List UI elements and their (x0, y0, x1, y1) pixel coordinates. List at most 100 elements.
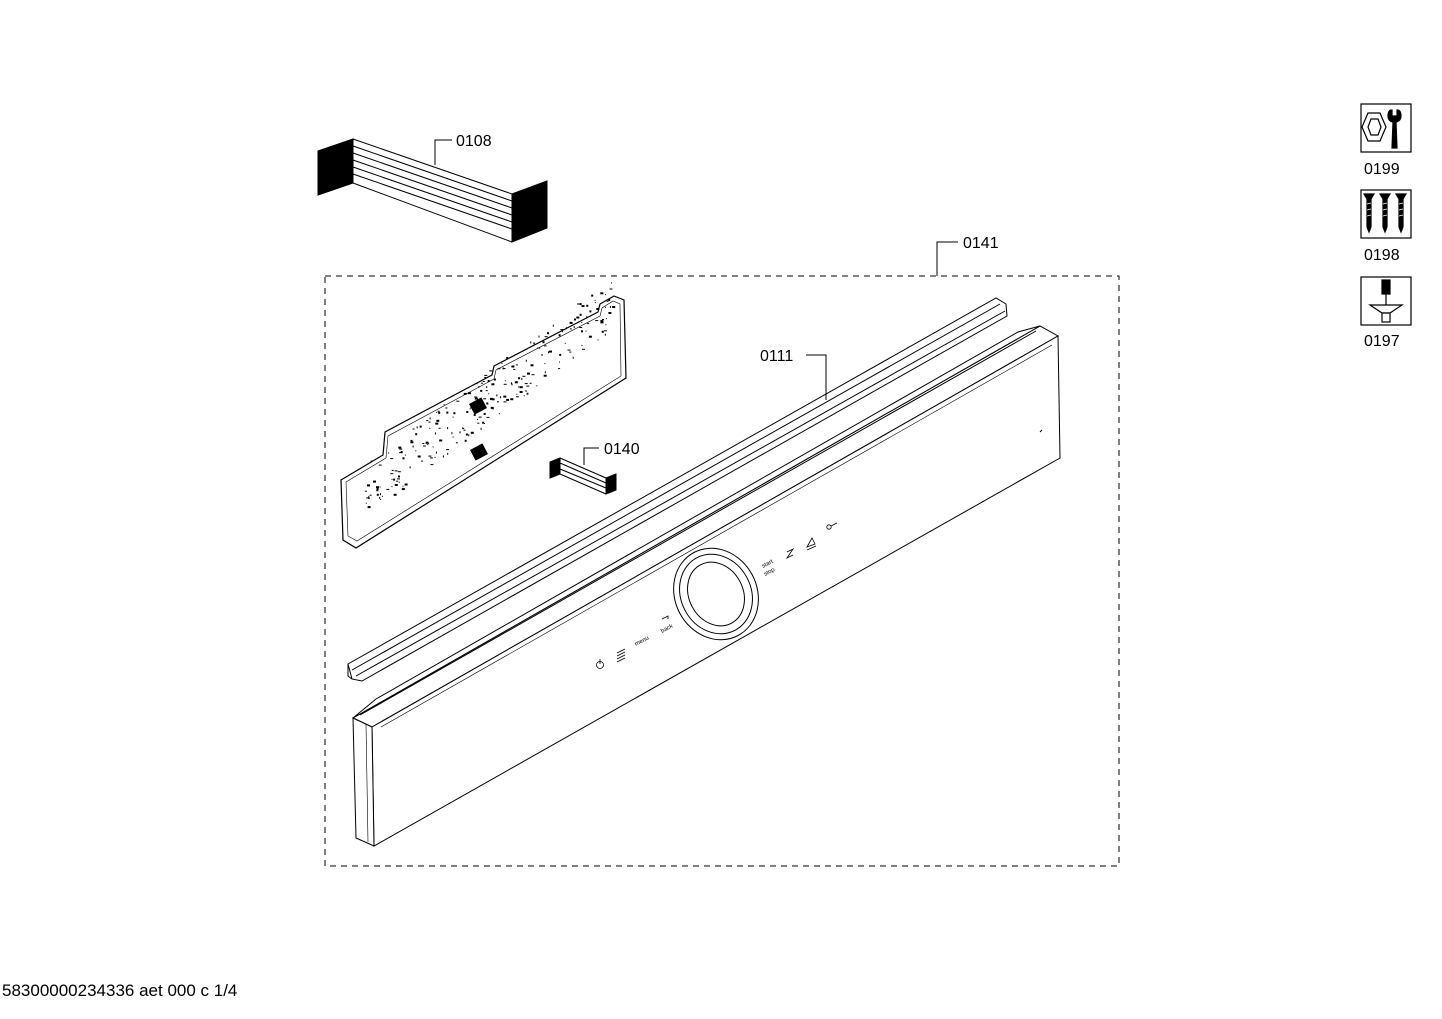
pcb-component (402, 457, 405, 460)
pcb-component (415, 450, 417, 452)
pcb-component (430, 464, 434, 466)
pcb-component (428, 421, 431, 423)
pcb-component (541, 354, 543, 356)
screwdriver-icon (1360, 276, 1412, 326)
pcb-component (484, 377, 487, 378)
pcb-component (390, 458, 394, 460)
pcb-component (434, 456, 436, 458)
legend-0198: 0198 (1364, 247, 1400, 264)
pcb-component (605, 324, 607, 326)
pcb-component (579, 313, 582, 316)
screws-icon (1360, 189, 1412, 239)
pcb-component (429, 427, 431, 429)
back-arrow-icon (661, 615, 669, 620)
pcb-component (604, 333, 606, 336)
label-0141: 0141 (963, 235, 999, 252)
pcb-component (447, 427, 449, 430)
pcb-component (513, 368, 516, 370)
pcb-component (581, 344, 583, 346)
pcb-component (370, 460, 373, 462)
pcb-component (476, 383, 478, 385)
pcb-component (486, 416, 490, 418)
pcb-component (530, 341, 532, 344)
pcb-component (588, 335, 592, 338)
pcb-component (543, 374, 547, 377)
pcb-component (484, 374, 488, 376)
pcb-component (399, 452, 403, 454)
pcb-component (609, 288, 613, 290)
pcb-component (412, 428, 415, 430)
pcb-component (594, 299, 596, 301)
key-lock-icon (826, 522, 838, 530)
pcb-component (608, 299, 611, 301)
power-icon (596, 659, 604, 669)
pcb-component (435, 422, 439, 425)
pcb-component (386, 488, 390, 490)
pcb-component (491, 383, 495, 386)
pcb-component (496, 394, 498, 397)
connector-cable-part (549, 447, 617, 495)
pcb-component (603, 330, 607, 332)
pcb-component (526, 385, 530, 387)
pcb-component (478, 386, 481, 388)
pcb-component (586, 304, 589, 307)
pcb-component (579, 303, 582, 306)
pcb-component (581, 330, 583, 333)
back-button-label: back (660, 623, 675, 635)
pcb-component (398, 475, 400, 478)
pcb-component (436, 411, 438, 413)
pcb-component (380, 493, 381, 496)
pcb-component (611, 282, 612, 284)
pcb-component (533, 342, 535, 345)
pcb-component (480, 427, 482, 430)
pcb-component (515, 396, 517, 398)
pcb-component (530, 364, 534, 367)
pcb-component (435, 451, 437, 454)
timer-icon (785, 547, 795, 560)
pcb-component (464, 439, 467, 442)
pcb-component (465, 433, 468, 436)
pcb-component (569, 328, 572, 330)
pcb-component (544, 371, 546, 374)
pcb-component (586, 316, 588, 319)
pcb-component (514, 381, 518, 384)
pcb-component (466, 411, 469, 413)
pcb-component (538, 335, 540, 338)
pcb-component (544, 344, 546, 347)
pcb-component (474, 396, 478, 398)
pcb-component (544, 336, 548, 338)
pcb-component (478, 416, 482, 418)
pcb-component (488, 393, 490, 395)
pcb-component (437, 410, 440, 412)
pcb-component (537, 347, 541, 349)
pcb-component (422, 443, 425, 444)
pcb-component (428, 443, 430, 445)
pcb-component (436, 419, 440, 422)
pcb-component (429, 417, 431, 420)
pcb-component (564, 342, 566, 344)
pcb-component (397, 471, 401, 473)
pcb-component (574, 318, 576, 321)
pcb-component (596, 308, 600, 310)
pcb-component (394, 470, 398, 472)
pcb-component (376, 493, 379, 496)
pcb-component (581, 322, 583, 323)
pcb-component (429, 457, 433, 459)
label-0141-leader (936, 241, 958, 276)
pcb-component (428, 455, 432, 457)
pcb-component (522, 375, 526, 377)
pcb-component (410, 439, 413, 442)
hex-nut-wrench-icon (1360, 103, 1412, 153)
pcb-component (455, 442, 458, 444)
stop-button-label: stop (763, 567, 776, 578)
pcb-component (373, 480, 376, 483)
pcb-component (482, 421, 485, 424)
pcb-component (579, 327, 583, 328)
pcb-component (516, 381, 518, 382)
pcb-component (542, 341, 545, 344)
pcb-component (447, 452, 449, 455)
pcb-component (500, 396, 502, 399)
pcb-component (497, 401, 499, 403)
pcb-component (506, 398, 510, 401)
pcb-component (410, 441, 414, 444)
